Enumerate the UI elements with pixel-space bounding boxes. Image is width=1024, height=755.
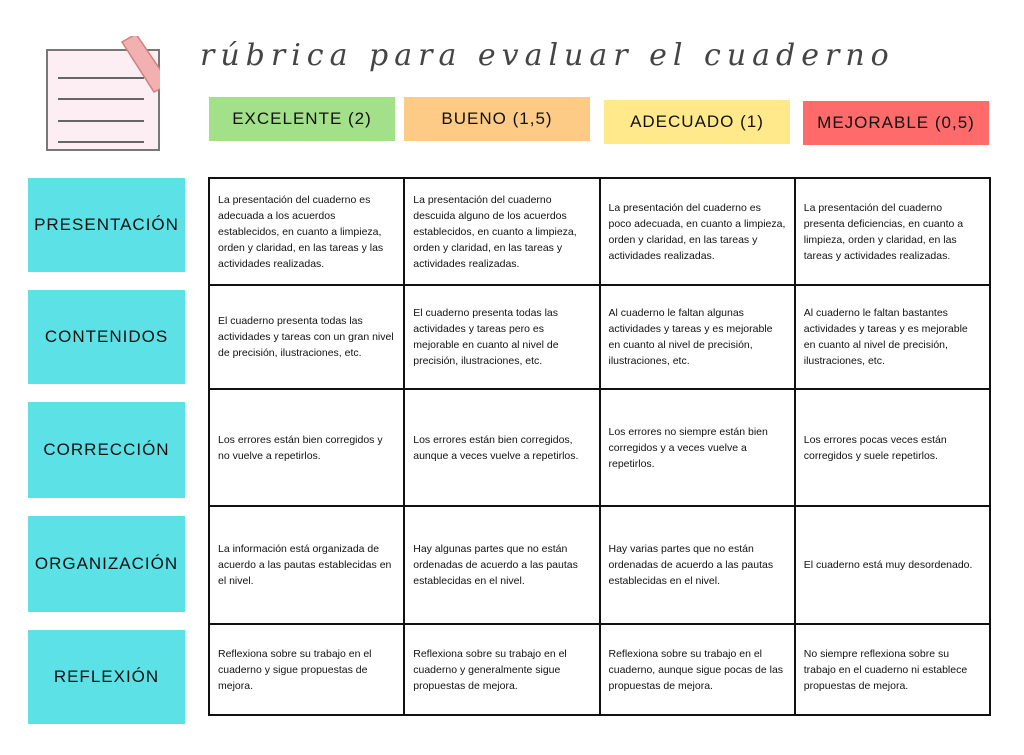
rubric-cell: Reflexiona sobre su trabajo en el cuader… — [403, 623, 601, 716]
rubric-cell: El cuaderno presenta todas las actividad… — [207, 284, 406, 390]
table-row: La presentación del cuaderno es adecuada… — [207, 177, 992, 286]
rubric-cell: Reflexiona sobre su trabajo en el cuader… — [207, 623, 406, 716]
rubric-cell: La presentación del cuaderno es adecuada… — [207, 177, 406, 286]
level-header-excelente: EXCELENTE (2) — [209, 97, 395, 141]
table-row: Reflexiona sobre su trabajo en el cuader… — [207, 623, 992, 716]
page-title: rúbrica para evaluar el cuaderno — [200, 38, 895, 73]
rubric-cell: Los errores están bien corregidos y no v… — [207, 388, 406, 507]
rubric-cell: Hay algunas partes que no están ordenada… — [403, 505, 601, 625]
level-header-bueno: BUENO (1,5) — [404, 97, 590, 141]
rubric-cell: Hay varias partes que no están ordenadas… — [598, 505, 796, 625]
criterion-contenidos: CONTENIDOS — [28, 290, 185, 384]
table-row: El cuaderno presenta todas las actividad… — [207, 284, 992, 390]
rubric-cell: La presentación del cuaderno descuida al… — [403, 177, 601, 286]
rubric-cell: La presentación del cuaderno es poco ade… — [598, 177, 796, 286]
rubric-cell: Los errores no siempre están bien correg… — [598, 388, 796, 507]
rubric-cell: El cuaderno está muy desordenado. — [793, 505, 992, 625]
rubric-cell: El cuaderno presenta todas las actividad… — [403, 284, 601, 390]
level-header-adecuado: ADECUADO (1) — [604, 100, 790, 144]
rubric-cell: Reflexiona sobre su trabajo en el cuader… — [598, 623, 796, 716]
level-header-mejorable: MEJORABLE (0,5) — [803, 101, 989, 145]
rubric-cell: Al cuaderno le faltan algunas actividade… — [598, 284, 796, 390]
rubric-table: La presentación del cuaderno es adecuada… — [207, 177, 992, 716]
criterion-correccion: CORRECCIÓN — [28, 402, 185, 498]
criterion-organizacion: ORGANIZACIÓN — [28, 516, 185, 612]
table-row: La información está organizada de acuerd… — [207, 505, 992, 625]
rubric-cell: No siempre reflexiona sobre su trabajo e… — [793, 623, 992, 716]
rubric-cell: La información está organizada de acuerd… — [207, 505, 406, 625]
rubric-cell: Al cuaderno le faltan bastantes activida… — [793, 284, 992, 390]
table-row: Los errores están bien corregidos y no v… — [207, 388, 992, 507]
rubric-cell: La presentación del cuaderno presenta de… — [793, 177, 992, 286]
rubric-cell: Los errores pocas veces están corregidos… — [793, 388, 992, 507]
rubric-cell: Los errores están bien corregidos, aunqu… — [403, 388, 601, 507]
criterion-reflexion: REFLEXIÓN — [28, 630, 185, 724]
notepad-icon — [46, 36, 160, 151]
criterion-presentacion: PRESENTACIÓN — [28, 178, 185, 272]
